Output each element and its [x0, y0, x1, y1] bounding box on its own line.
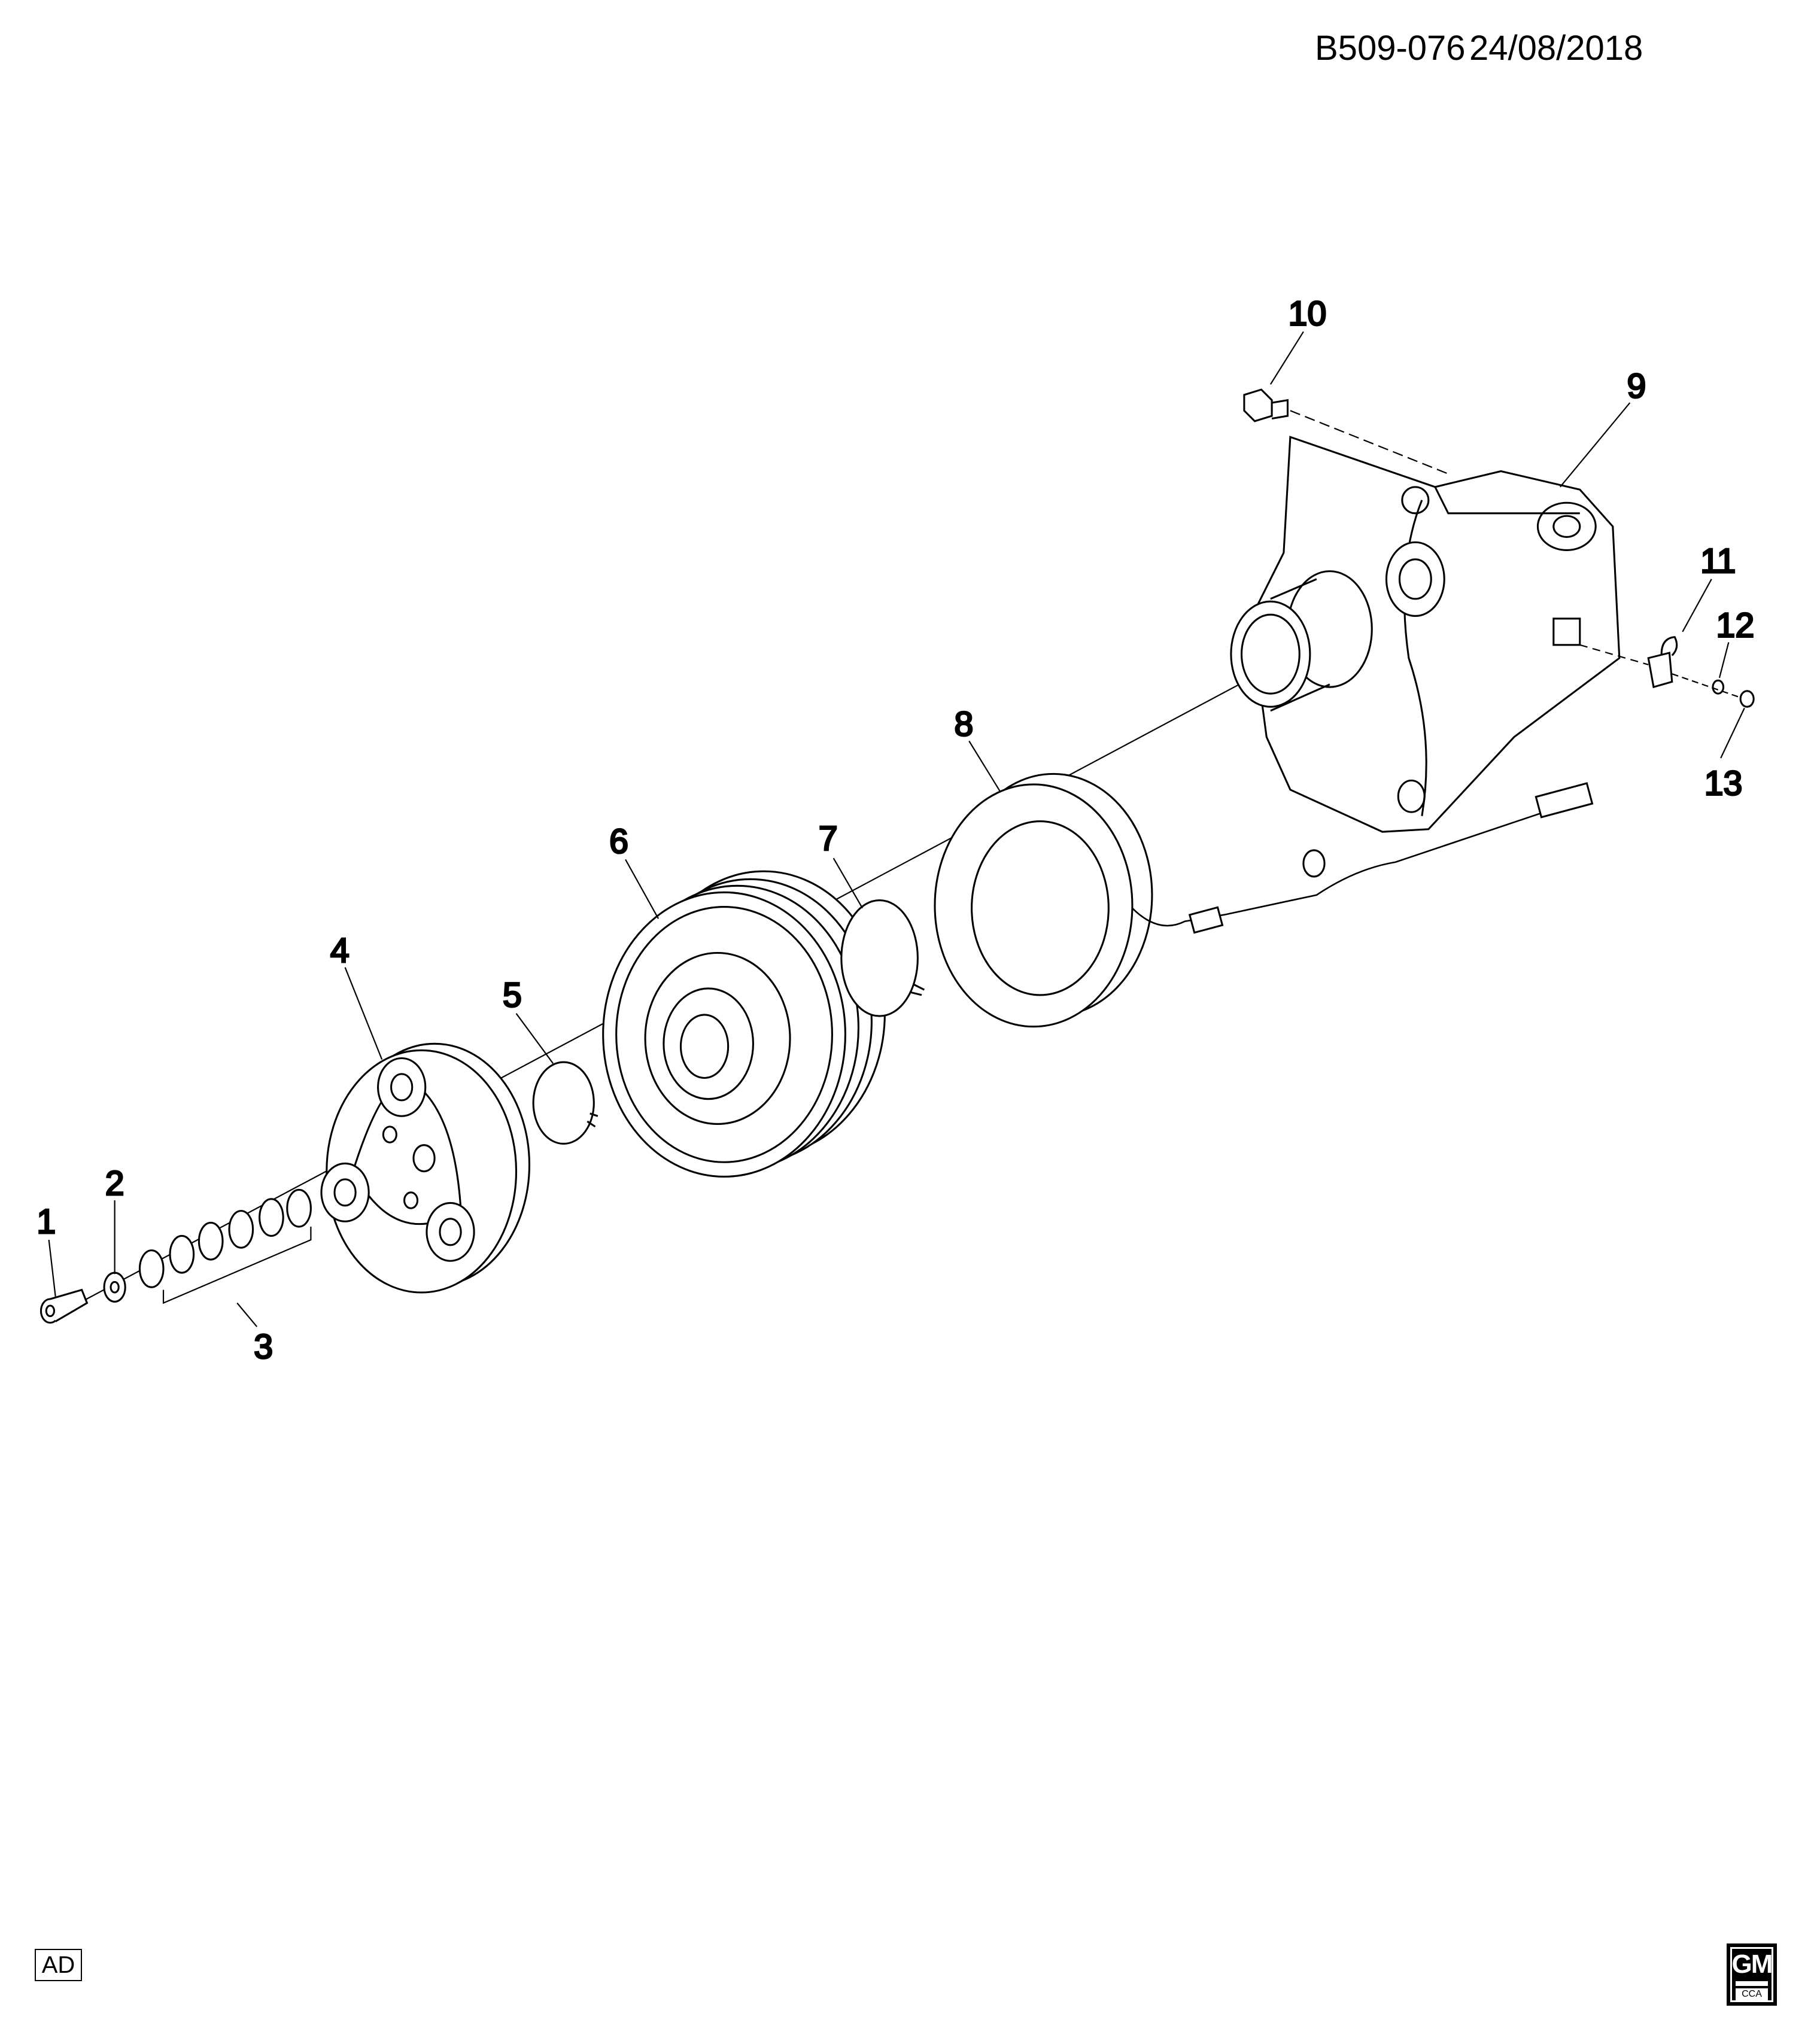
- gm-logo-sub: CCA: [1736, 1988, 1768, 2000]
- callout-2: 2: [105, 1164, 124, 1203]
- part-10-plug[interactable]: [1243, 388, 1449, 474]
- callout-9: 9: [1627, 367, 1646, 405]
- part-5-snap-ring[interactable]: [532, 1061, 598, 1145]
- callout-6: 6: [609, 822, 628, 860]
- callout-13: 13: [1704, 765, 1743, 803]
- part-11-bracket[interactable]: [1579, 635, 1678, 689]
- part-2-washer[interactable]: [103, 1272, 126, 1303]
- callout-8: 8: [954, 705, 973, 744]
- part-9-compressor[interactable]: [1230, 436, 1621, 833]
- callout-4: 4: [330, 932, 350, 970]
- part-3-shims[interactable]: [138, 1188, 312, 1304]
- part-1-bolt[interactable]: [40, 1288, 89, 1324]
- region-code-box: AD: [35, 1949, 82, 1981]
- callout-1: 1: [37, 1203, 56, 1241]
- gm-logo: GM CCA: [1727, 1943, 1777, 2006]
- gm-logo-bar: [1736, 1981, 1768, 1986]
- part-8-clutch-coil[interactable]: [934, 772, 1594, 1028]
- callout-11: 11: [1700, 542, 1736, 580]
- part-7-retaining-ring[interactable]: [840, 899, 925, 1017]
- gm-logo-text: GM: [1731, 1949, 1773, 1979]
- callout-3: 3: [254, 1328, 273, 1366]
- part-4-drive-plate[interactable]: [320, 1042, 531, 1294]
- diagram-code: B509-076: [1315, 29, 1466, 68]
- callout-7: 7: [819, 820, 838, 858]
- diagram-date: 24/08/2018: [1469, 29, 1643, 68]
- part-6-pulley[interactable]: [602, 870, 886, 1178]
- part-13-screw[interactable]: [1672, 673, 1755, 708]
- callout-12: 12: [1716, 607, 1755, 645]
- leader-lines: [48, 331, 1745, 1327]
- part-12-washer[interactable]: [1712, 679, 1725, 695]
- callout-5: 5: [503, 977, 522, 1015]
- callout-10: 10: [1289, 294, 1327, 333]
